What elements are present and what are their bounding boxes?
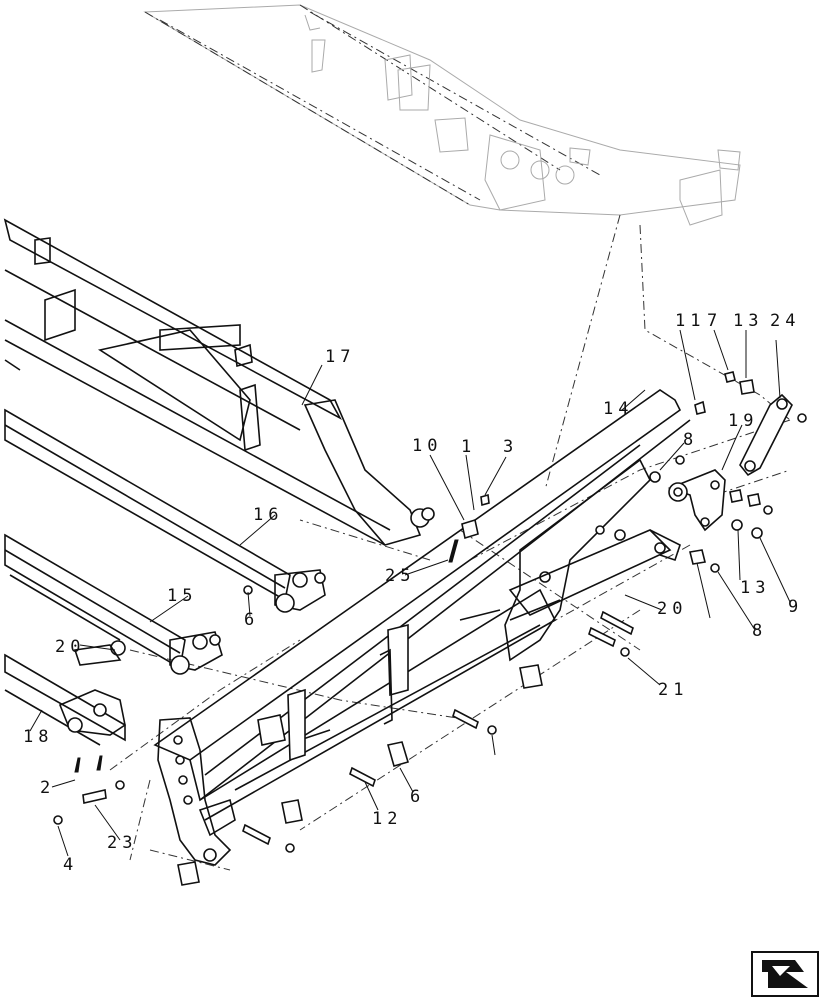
- part-24-link: [739, 393, 793, 477]
- callout-14: 14: [603, 399, 633, 419]
- callout-8-lower: 9: [788, 597, 803, 617]
- callout-4: 4: [63, 855, 78, 875]
- callout-22: 21: [658, 680, 688, 700]
- callout-6-upper: 7: [707, 311, 722, 331]
- callout-2: 2: [40, 778, 55, 798]
- hardware-parts: [53, 371, 807, 886]
- part-18-end-frame: [4, 653, 126, 746]
- callout-19: 19: [728, 411, 758, 431]
- callout-1-upper: 1: [461, 437, 476, 457]
- centre-lines: [109, 214, 791, 871]
- callout-20: 20: [657, 599, 687, 619]
- callout-24: 24: [770, 311, 800, 331]
- callout-3: 3: [503, 437, 518, 457]
- callout-8-upper: 8: [683, 430, 698, 450]
- callout-17: 17: [325, 347, 355, 367]
- part-16-tube-frame: [4, 408, 326, 613]
- callout-7: 11: [675, 311, 705, 331]
- callout-6-lower: 8: [752, 621, 767, 641]
- callout-9: 10: [412, 436, 442, 456]
- callout-11: 12: [372, 809, 402, 829]
- callout-5-left: 6: [244, 610, 259, 630]
- callout-labels: 11 7 13 24 14 19 8 10 1 3 17 16 25 15 6 …: [23, 311, 803, 875]
- leader-lines: [29, 329, 791, 857]
- part-14-main-frame: [153, 389, 691, 866]
- callout-10-visible-number: 6: [410, 787, 425, 807]
- ghost-upper-assembly: [143, 4, 741, 226]
- callout-15: 15: [167, 586, 197, 606]
- callout-25: 25: [385, 566, 415, 586]
- arrow-back-icon[interactable]: [751, 951, 819, 997]
- callout-23: 23: [107, 833, 137, 853]
- part-20-strut: [508, 529, 681, 616]
- callout-13-upper: 13: [733, 311, 763, 331]
- callout-16: 16: [253, 505, 283, 525]
- callout-12-label: 13: [740, 578, 770, 598]
- callout-18: 18: [23, 727, 53, 747]
- part-19-bracket-plate: [667, 469, 726, 532]
- part-17-upper-frame: [3, 218, 435, 546]
- callout-21: 20: [55, 637, 85, 657]
- part-15-tube-frame: [4, 533, 223, 675]
